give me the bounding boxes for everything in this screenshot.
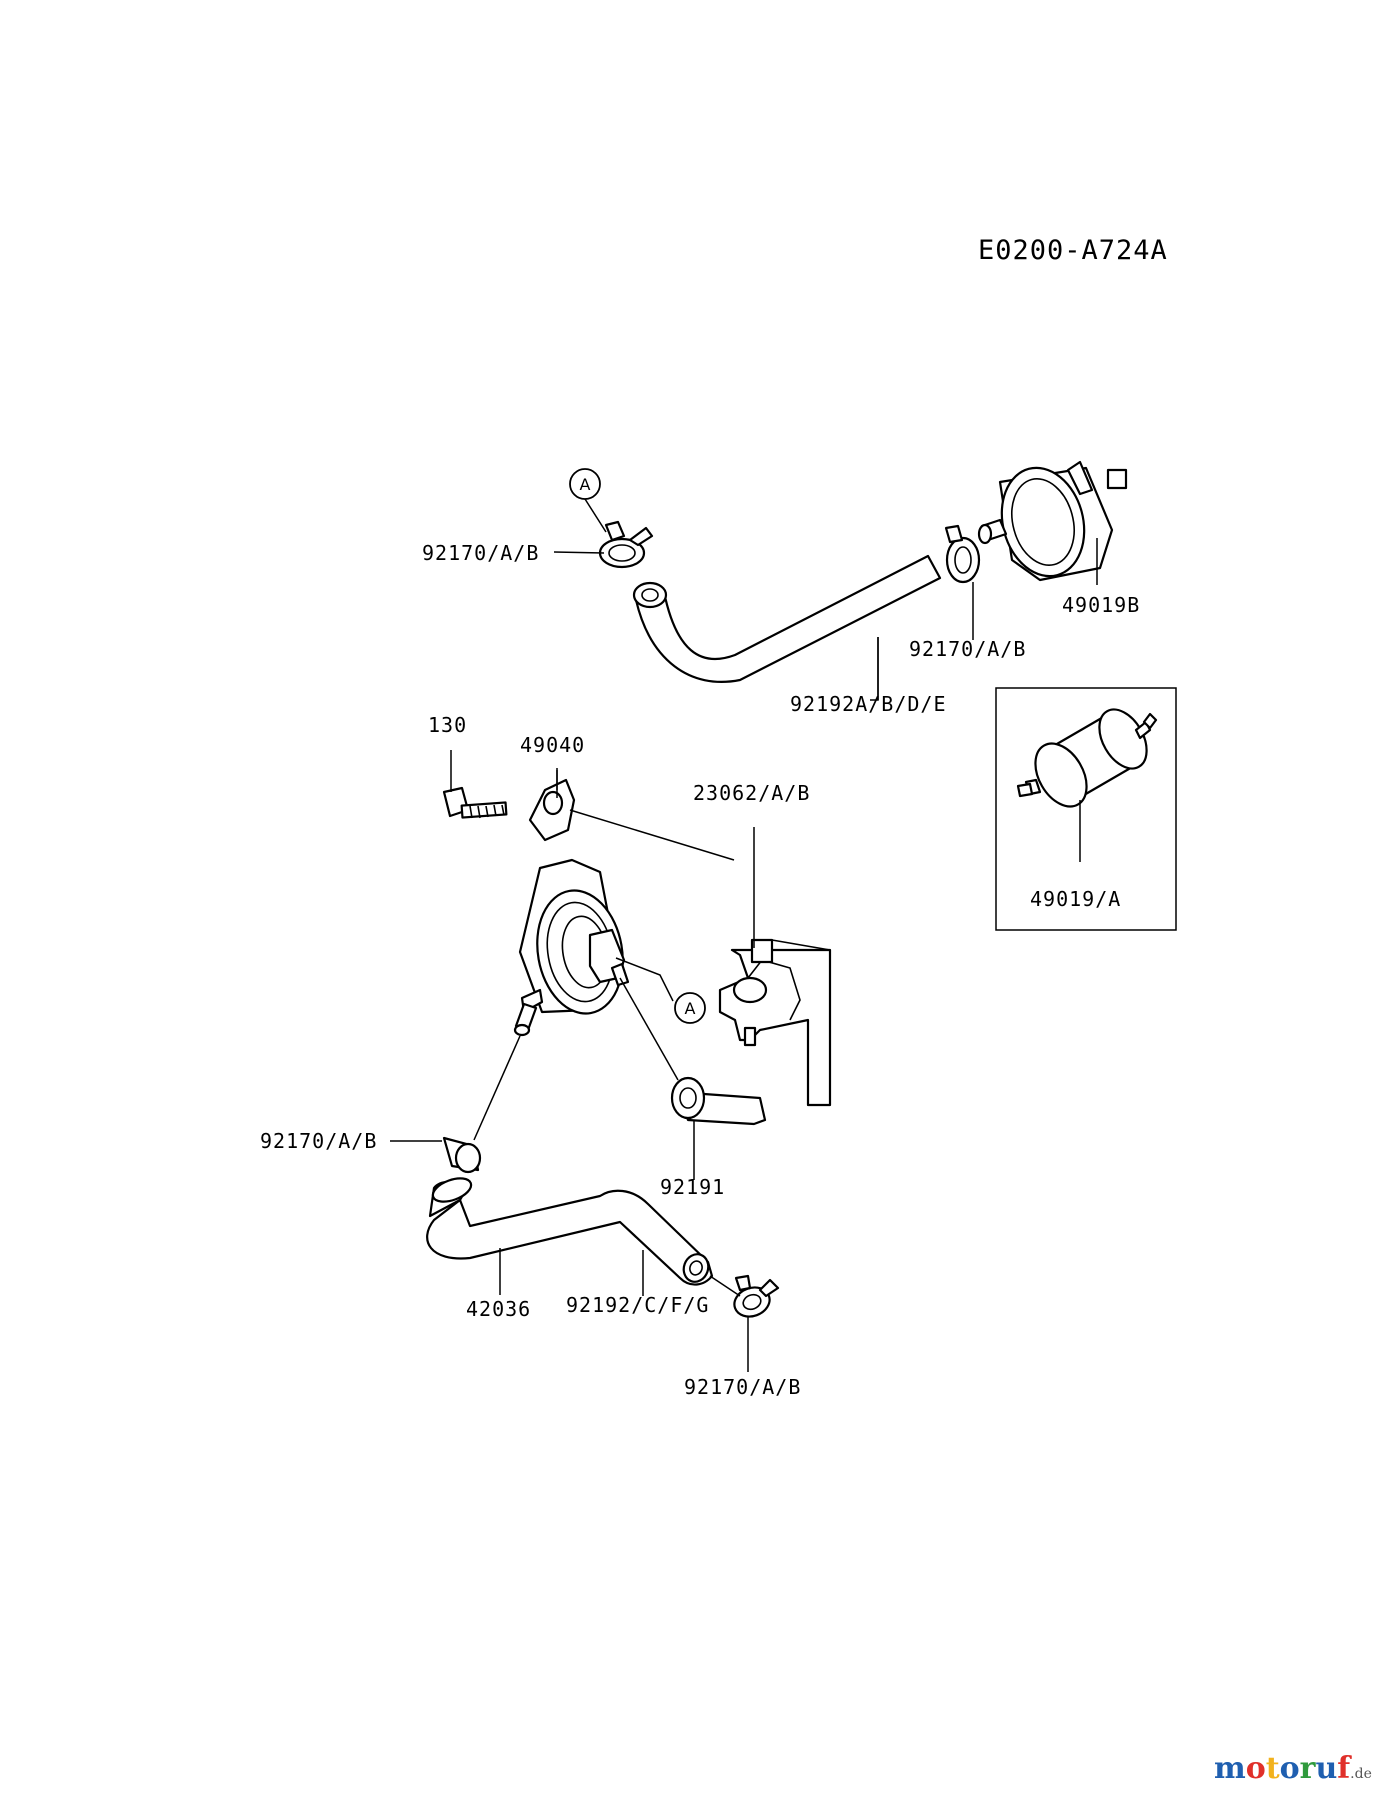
label-filter-49019a: 49019/A xyxy=(1030,887,1121,911)
label-clamp-mid-left: 92170/A/B xyxy=(260,1129,377,1153)
svg-text:A: A xyxy=(685,999,696,1018)
logo-letter: t xyxy=(1266,1751,1280,1786)
callout-a-mid: A xyxy=(674,992,706,1024)
logo-letter: o xyxy=(1246,1751,1266,1786)
clamp-bottom xyxy=(733,1274,780,1318)
hose-top xyxy=(632,554,942,683)
clamp-top-left xyxy=(598,520,654,569)
motoruf-logo: motoruf.de xyxy=(1214,1751,1372,1786)
logo-letter: u xyxy=(1315,1751,1337,1786)
label-clamp-bottom: 92170/A/B xyxy=(684,1375,801,1399)
hose-bottom xyxy=(426,1177,714,1286)
callout-a-top: A xyxy=(569,468,601,500)
label-hose-42036: 42036 xyxy=(466,1297,531,1321)
label-elbow-92191: 92191 xyxy=(660,1175,725,1199)
label-clamp-top-left: 92170/A/B xyxy=(422,541,539,565)
clamp-top-right xyxy=(944,524,981,584)
bracket-23062 xyxy=(718,938,832,1107)
leader-lines xyxy=(390,498,1098,1372)
fuel-pump-49040 xyxy=(513,778,630,1037)
label-filter-49019b: 49019B xyxy=(1062,593,1140,617)
label-pump-49040: 49040 xyxy=(520,733,585,757)
logo-letter: f xyxy=(1337,1751,1352,1786)
fuel-filter-49019a xyxy=(1016,708,1158,808)
clamp-mid-left xyxy=(442,1136,482,1174)
svg-text:motoruf.de: motoruf.de xyxy=(1214,1751,1372,1786)
svg-text:A: A xyxy=(580,475,591,494)
label-bolt-130: 130 xyxy=(428,713,467,737)
logo-letter: r xyxy=(1300,1751,1317,1786)
label-bracket-23062: 23062/A/B xyxy=(693,781,810,805)
elbow-92191 xyxy=(670,1076,767,1126)
logo-letter: m xyxy=(1214,1751,1246,1786)
bolt-130 xyxy=(442,786,508,819)
label-clamp-top-right: 92170/A/B xyxy=(909,637,1026,661)
diagram-code: E0200-A724A xyxy=(978,235,1168,266)
inset-frame xyxy=(995,687,1177,931)
fuel-filter-49019b xyxy=(977,460,1128,582)
label-hose-top: 92192A/B/D/E xyxy=(790,692,947,716)
label-hose-92192cfg: 92192/C/F/G xyxy=(566,1293,709,1317)
logo-letter: o xyxy=(1280,1751,1300,1786)
